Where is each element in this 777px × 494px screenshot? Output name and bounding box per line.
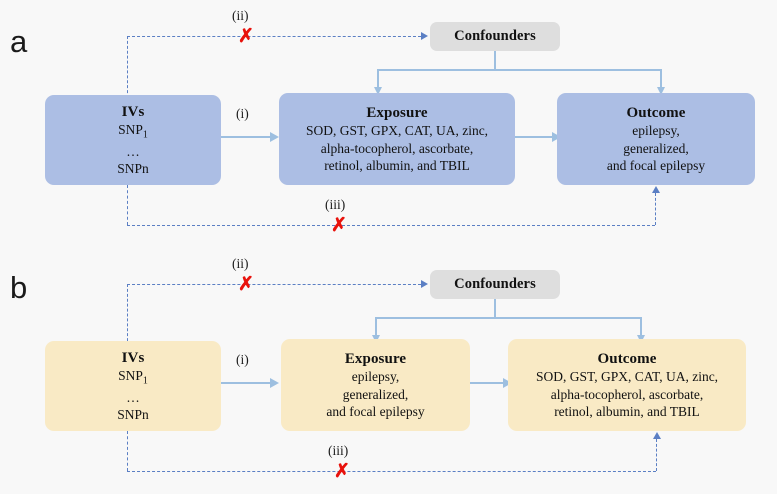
panel-letter-a: a xyxy=(10,24,28,59)
panel-b-xmark-ii: ✗ xyxy=(238,274,254,295)
panel-b-ivs-snp-last: SNPn xyxy=(117,407,149,423)
panel-b-outcome-line-1: SOD, GST, GPX, CAT, UA, zinc, xyxy=(535,369,719,385)
panel-b-confounder-stem xyxy=(494,299,496,317)
panel-b-label-iii: (iii) xyxy=(328,443,349,458)
panel-a-path-i-line xyxy=(221,136,270,138)
panel-a-confounder-to-exposure-arrowhead xyxy=(373,87,382,95)
panel-b-path-i-arrowhead xyxy=(270,378,279,388)
panel-b-label-ii: (ii) xyxy=(232,256,249,271)
panel-a-label-i: (i) xyxy=(236,106,249,121)
panel-b-exposure-to-outcome-arrowhead xyxy=(503,378,512,388)
panel-b-confounders-title: Confounders xyxy=(454,276,536,293)
panel-b-confounder-to-outcome-line xyxy=(640,317,642,337)
panel-a-confounder-stem xyxy=(494,51,496,69)
panel-a-exposure-line-2: alpha-tocopherol, ascorbate, xyxy=(320,140,474,156)
panel-a-confounder-to-outcome-line xyxy=(660,69,662,89)
panel-b-confounders-box: Confounders xyxy=(430,270,560,299)
panel-a-exposure-box: Exposure SOD, GST, GPX, CAT, UA, zinc, a… xyxy=(279,93,515,185)
panel-a-outcome-line-2: generalized, xyxy=(623,140,689,156)
panel-a-exposure-line-3: retinol, albumin, and TBIL xyxy=(324,158,470,173)
panel-b-path-ii-vertical xyxy=(127,284,128,346)
panel-b-outcome-title: Outcome xyxy=(597,350,657,367)
panel-b-outcome-line-3: retinol, albumin, and TBIL xyxy=(554,404,700,419)
panel-a-confounder-to-exposure-line xyxy=(377,69,379,89)
panel-a-xmark-iii: ✗ xyxy=(331,215,347,236)
panel-a-path-iii-vertical-right xyxy=(655,193,656,225)
panel-b-exposure-line-3: and focal epilepsy xyxy=(326,404,425,419)
panel-a-path-ii-vertical xyxy=(127,36,128,98)
panel-b-path-iii-vertical-left xyxy=(127,431,128,471)
panel-b-path-iii-vertical-right xyxy=(656,439,657,471)
panel-a-ivs-snp-last: SNPn xyxy=(117,161,149,177)
panel-b-exposure-line-1: epilepsy, xyxy=(351,369,400,385)
panel-b-path-i-line xyxy=(221,382,270,384)
panel-b-label-i: (i) xyxy=(236,352,249,367)
panel-a-label-iii: (iii) xyxy=(325,197,346,212)
panel-b-exposure-line-2: generalized, xyxy=(342,386,409,402)
panel-a-path-ii-horizontal xyxy=(127,36,421,37)
panel-letter-b: b xyxy=(10,270,28,305)
panel-b-path-ii-horizontal xyxy=(127,284,421,285)
panel-a-outcome-line-3: and focal epilepsy xyxy=(606,158,706,173)
panel-a-exposure-to-outcome-arrowhead xyxy=(552,132,561,142)
panel-a-ivs-box: IVs SNP1 … SNPn xyxy=(45,95,221,185)
panel-a-exposure-title: Exposure xyxy=(366,104,428,121)
panel-a-outcome-box: Outcome epilepsy, generalized, and focal… xyxy=(557,93,755,185)
panel-b-ivs-ellipsis: … xyxy=(126,389,140,405)
panel-a-path-iii-horizontal xyxy=(127,225,655,226)
panel-b-xmark-iii: ✗ xyxy=(334,461,350,482)
panel-a-ivs-ellipsis: … xyxy=(126,143,140,159)
panel-b-path-iii-arrowhead xyxy=(652,432,661,439)
panel-b-path-ii-arrowhead xyxy=(421,280,428,288)
panel-a-exposure-to-outcome-line xyxy=(515,136,558,138)
panel-b-exposure-box: Exposure epilepsy, generalized, and foca… xyxy=(281,339,470,431)
panel-b-ivs-title: IVs xyxy=(121,349,145,366)
panel-a-confounders-box: Confounders xyxy=(430,22,560,51)
panel-a-ivs-snp-first: SNP1 xyxy=(118,122,148,142)
panel-b-ivs-box: IVs SNP1 … SNPn xyxy=(45,341,221,431)
panel-b-path-iii-horizontal xyxy=(127,471,656,472)
panel-a-confounders-title: Confounders xyxy=(454,28,536,45)
panel-a-outcome-title: Outcome xyxy=(626,104,686,121)
panel-a-confounder-bracket xyxy=(377,69,661,71)
panel-b-ivs-snp-first: SNP1 xyxy=(118,368,148,388)
panel-a-confounder-to-outcome-arrowhead xyxy=(656,87,665,95)
panel-b-confounder-bracket xyxy=(375,317,641,319)
panel-a-ivs-title: IVs xyxy=(121,103,145,120)
panel-a-path-i-arrowhead xyxy=(270,132,279,142)
panel-a-label-ii: (ii) xyxy=(232,8,249,23)
panel-b-outcome-line-2: alpha-tocopherol, ascorbate, xyxy=(550,386,704,402)
panel-a-path-iii-vertical-left xyxy=(127,185,128,225)
panel-b-exposure-title: Exposure xyxy=(344,350,407,367)
panel-b-confounder-to-exposure-line xyxy=(375,317,377,337)
panel-a-outcome-line-1: epilepsy, xyxy=(632,123,680,139)
panel-a-path-iii-arrowhead xyxy=(651,186,660,193)
panel-b-exposure-to-outcome-line xyxy=(470,382,509,384)
panel-a-xmark-ii: ✗ xyxy=(238,26,254,47)
panel-b-outcome-box: Outcome SOD, GST, GPX, CAT, UA, zinc, al… xyxy=(508,339,746,431)
panel-a-exposure-line-1: SOD, GST, GPX, CAT, UA, zinc, xyxy=(305,123,489,139)
panel-a-path-ii-arrowhead xyxy=(421,32,428,40)
